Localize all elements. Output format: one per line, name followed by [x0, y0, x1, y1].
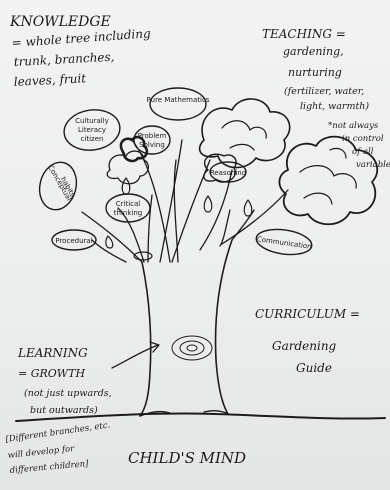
- communication-fruit: Communication: [255, 226, 314, 258]
- foliage-clouds: [107, 99, 377, 224]
- learning-line-2: (not just upwards,: [24, 388, 112, 399]
- learning-note: LEARNING = GROWTH (not just upwards, but…: [17, 346, 112, 416]
- critical-thinking-fruit: Critical thinking: [106, 194, 150, 222]
- knowledge-line-3: leaves, fruit: [13, 71, 86, 89]
- learning-line-3: but outwards): [30, 405, 98, 416]
- culturally-literacy-fruit: Culturally Literacy citizen: [61, 106, 122, 153]
- knowledge-title: KNOWLEDGE: [9, 14, 111, 30]
- teaching-note-2: in control: [342, 134, 384, 144]
- curriculum-note: CURRICULUM = Gardening Guide: [255, 307, 360, 375]
- curriculum-line-1: Gardening: [272, 339, 337, 353]
- curriculum-line-2: Guide: [296, 361, 332, 375]
- culturally-label-2: Literacy: [78, 126, 106, 134]
- knowledge-note: KNOWLEDGE = whole tree including trunk, …: [9, 14, 151, 89]
- pure-math-fruit: Pure Mathematics: [147, 88, 210, 120]
- branches-note-1: [Different branches, etc.: [5, 420, 111, 445]
- teaching-note-1: *not always: [328, 121, 379, 131]
- teaching-title: TEACHING =: [262, 27, 346, 41]
- teaching-line-3: (fertilizer, water,: [284, 86, 364, 97]
- branches-note-2: will develop for: [7, 444, 75, 461]
- teaching-line-2: nurturing: [288, 66, 342, 79]
- branches-note-3: different children]: [9, 459, 89, 476]
- knowledge-line-2: trunk, branches,: [13, 50, 114, 69]
- tree-trunk: [140, 240, 232, 416]
- culturally-label-3: citizen: [81, 135, 104, 143]
- pure-math-label: Pure Mathematics: [147, 96, 210, 104]
- learning-line-1: = GROWTH: [18, 367, 85, 380]
- learning-title: LEARNING: [17, 346, 88, 360]
- teaching-note: TEACHING = gardening, nurturing (fertili…: [262, 27, 390, 170]
- procedural-label: Procedural: [55, 237, 92, 245]
- critical-label-2: thinking: [114, 209, 142, 217]
- curriculum-title: CURRICULUM =: [255, 307, 360, 321]
- teaching-line-1: gardening,: [283, 45, 344, 58]
- culturally-label-1: Culturally: [75, 117, 109, 125]
- problem-solving-fruit: Problem Solving: [134, 126, 170, 154]
- reasoning-label: Reasoning: [210, 169, 246, 177]
- growth-rings: [172, 336, 212, 360]
- problem-label-2: Solving: [139, 141, 165, 149]
- childs-mind-label: CHILD'S MIND: [128, 449, 246, 467]
- conceptual-fruit: Conceptual habits: [35, 158, 82, 213]
- reasoning-fruit: Reasoning: [210, 162, 246, 182]
- procedural-fruit: Procedural: [52, 230, 96, 250]
- branches-note: [Different branches, etc. will develop f…: [5, 420, 111, 476]
- teaching-line-4: light, warmth): [300, 101, 369, 112]
- critical-label-1: Critical: [116, 200, 141, 208]
- teaching-note-4: variables: [356, 160, 390, 170]
- problem-label-1: Problem: [138, 132, 167, 140]
